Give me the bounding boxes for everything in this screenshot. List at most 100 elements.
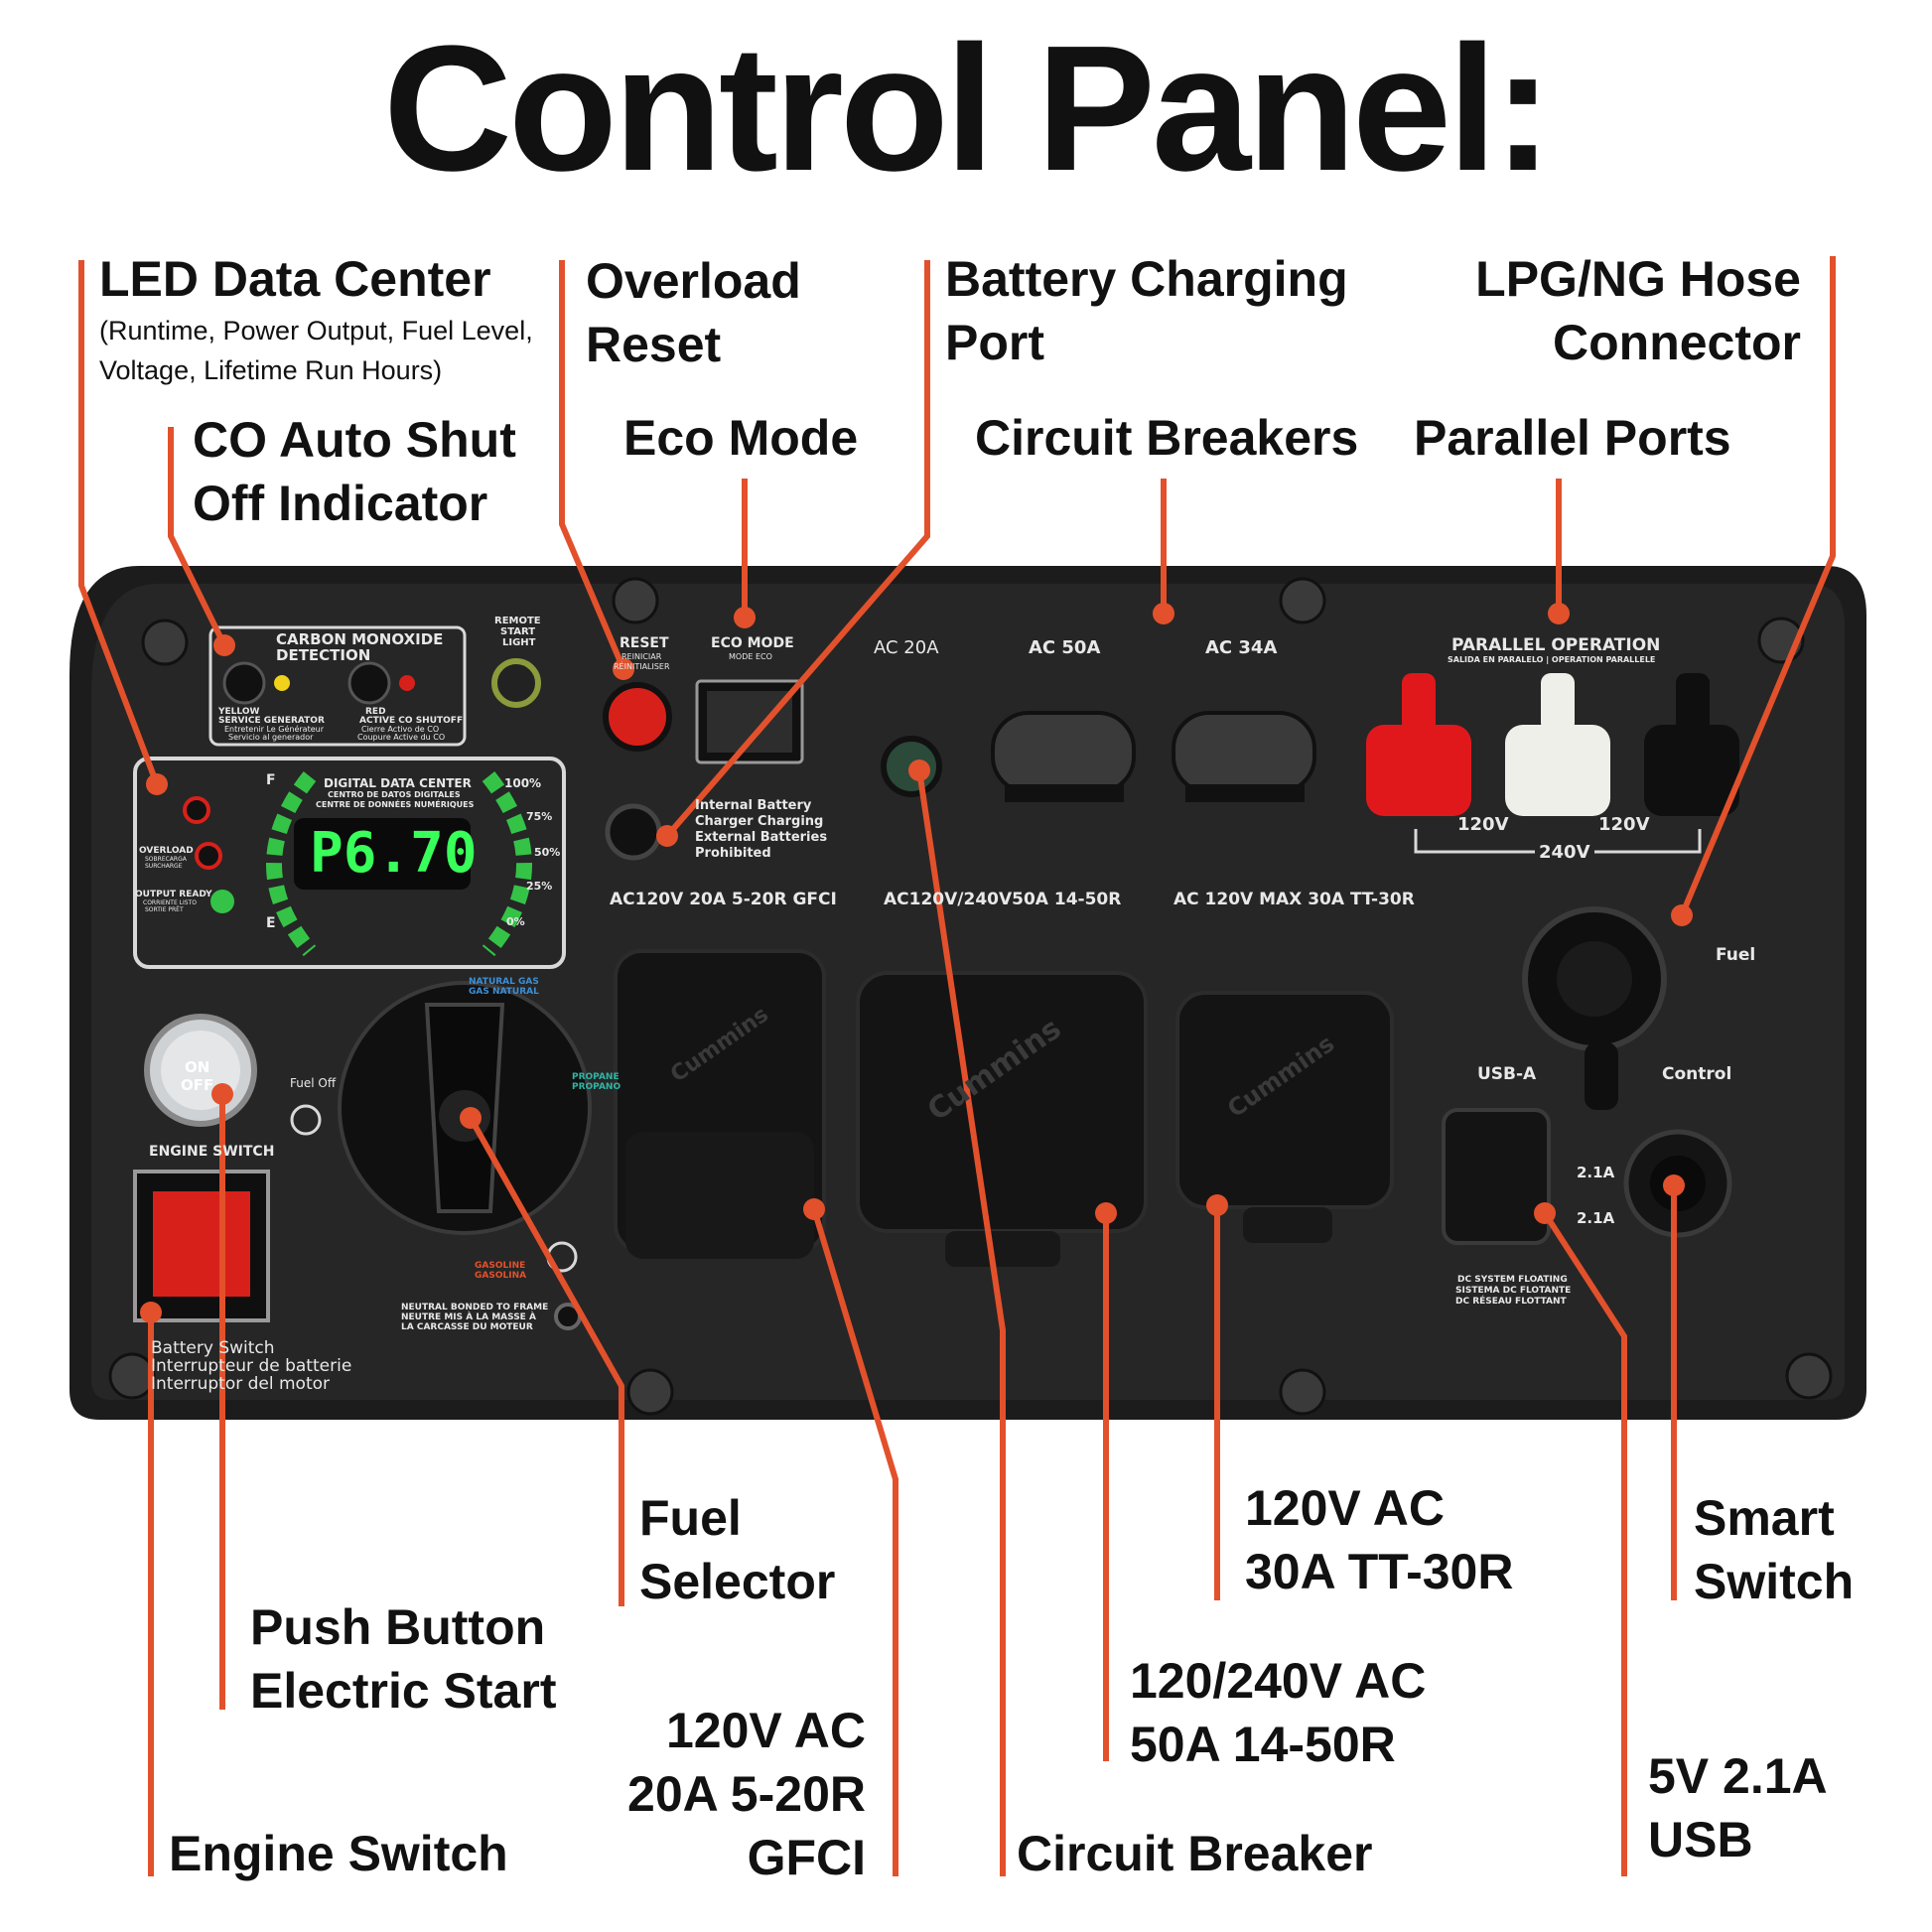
ddc-title-3: CENTRE DE DONNÉES NUMÉRIQUES [316,800,475,809]
fuel-empty-mark: E [266,915,276,931]
co-red-label-3: Cierre Activo de CO [361,725,440,734]
ddc-title-2: CENTRO DE DATOS DIGITALES [328,790,461,799]
label-push-start-1: Push Button [250,1599,546,1655]
remote-label-1: REMOTE [494,616,541,626]
breaker-50a-toggle [991,711,1136,794]
screw-icon [108,1352,156,1400]
leader-lpg [1679,256,1836,917]
leader-co [168,427,227,647]
leader-dot-co [213,634,235,656]
engine-switch-rocker [153,1191,250,1297]
overload-label-3: SURCHARGE [145,863,183,870]
leader-dot-overload-reset [613,658,634,680]
label-gfci-1: 120V AC [665,1703,866,1758]
ddc-title-1: DIGITAL DATA CENTER [324,776,472,790]
dc-label-1: DC SYSTEM FLOATING [1457,1275,1568,1285]
outlet-cover-tt30-lip [1243,1207,1332,1243]
co-red-led-icon [399,675,415,691]
co-yellow-label-1: YELLOW [218,707,260,717]
battery-switch-label-1: Battery Switch [151,1338,275,1358]
parallel-port-red-cap [1366,725,1471,816]
leader-dot-circuit-breakers [1153,603,1174,624]
fuel-off-icon [290,1104,322,1136]
label-eco-mode: Eco Mode [623,410,859,466]
overload-label-2: SOBRECARGA [145,856,187,863]
label-lpg-2: Connector [1553,315,1801,370]
load-100: 100% [504,776,542,790]
load-75: 75% [526,810,553,823]
usb-a-label: USB-A [1477,1064,1537,1084]
leader-dot-engine-switch [140,1302,162,1323]
label-overload-reset-1: Overload [586,253,801,309]
natgas-label-2: GAS NATURAL [469,987,539,997]
label-usb-2: USB [1648,1812,1753,1867]
leader-dot-circuit-breaker [908,759,930,781]
leader-gfci [811,1208,898,1876]
label-battery-port-1: Battery Charging [945,251,1348,307]
label-1450-1: 120/240V AC [1130,1653,1427,1709]
rating-1450: AC120V/240V50A 14-50R [884,890,1122,909]
output-ready-led [210,890,234,913]
parallel-240v: 240V [1535,842,1594,863]
breaker-50a [991,711,1136,802]
control-label: Control [1662,1064,1732,1084]
ac50-label: AC 50A [1029,637,1101,658]
label-battery-port-2: Port [945,315,1044,370]
label-circuit-breakers: Circuit Breakers [975,410,1359,466]
leader-dot-eco-mode [734,607,756,628]
eco-label-2: MODE ECO [729,652,772,661]
leader-overload-reset [559,260,626,671]
leader-dot-smart-switch [1663,1174,1685,1196]
screw-icon [1785,1352,1833,1400]
battery-note-2: Charger Charging [695,814,824,829]
label-push-start-2: Electric Start [250,1663,557,1719]
label-circuit-breaker: Circuit Breaker [1017,1826,1373,1881]
engine-switch-label: ENGINE SWITCH [149,1144,275,1160]
digital-data-center-box [133,757,566,969]
leader-dot-1450 [1095,1202,1117,1224]
outlet-cover-1450 [856,971,1148,1233]
leader-dot-push-start [211,1083,233,1105]
parallel-subtitle: SALIDA EN PARALELO | OPERATION PARALLELE [1448,655,1656,664]
parallel-port-red-tab [1402,673,1436,733]
overload-led [195,842,222,870]
screws [108,577,1833,1416]
battery-switch-label-3: Interruptor del motor [151,1374,331,1394]
co-detection-title-1: CARBON MONOXIDE [276,630,444,648]
leader-dot-lpg [1671,904,1693,926]
page-title: Control Panel: [382,9,1553,208]
dc-label-3: DC RÉSEAU FLOTTANT [1455,1297,1567,1307]
push-button-on: ON [185,1058,210,1076]
leader-fuel-selector [468,1116,624,1606]
propane-label-2: PROPANO [572,1082,621,1092]
leader-circuit-breaker [916,769,1006,1876]
remote-label-2: START [500,626,536,637]
breaker-34a [1172,711,1316,802]
lcd-display-value: P6.70 [310,821,478,886]
rating-tt30: AC 120V MAX 30A TT-30R [1173,890,1415,909]
parallel-port-black-cap [1644,725,1739,816]
remote-label-3: LIGHT [502,637,536,648]
co-red-label-4: Coupure Active du CO [357,733,446,742]
load-25: 25% [526,880,553,893]
lpg-ng-connector-strap [1585,1042,1618,1110]
co-yellow-label-2: SERVICE GENERATOR [218,716,325,726]
label-led-data-center-sub2: Voltage, Lifetime Run Hours) [99,355,443,385]
leader-usb [1542,1211,1627,1876]
neutral-label-1: NEUTRAL BONDED TO FRAME [401,1303,549,1312]
screw-icon [1279,577,1326,624]
label-co-2: Off Indicator [193,476,488,531]
ac34-label: AC 34A [1205,637,1278,658]
push-button-off: OFF [181,1076,214,1094]
label-engine-switch: Engine Switch [169,1826,508,1881]
co-detection-box [208,625,467,747]
co-red-label-2: ACTIVE CO SHUTOFF [359,716,464,726]
label-1450-2: 50A 14-50R [1130,1717,1396,1772]
leader-led-data-center [78,260,160,786]
usb-a-port-cover [1442,1108,1551,1245]
battery-note-1: Internal Battery [695,798,812,813]
parallel-port-white-cap [1505,725,1610,816]
label-smart-switch-1: Smart [1694,1490,1835,1546]
screw-icon [141,619,189,666]
